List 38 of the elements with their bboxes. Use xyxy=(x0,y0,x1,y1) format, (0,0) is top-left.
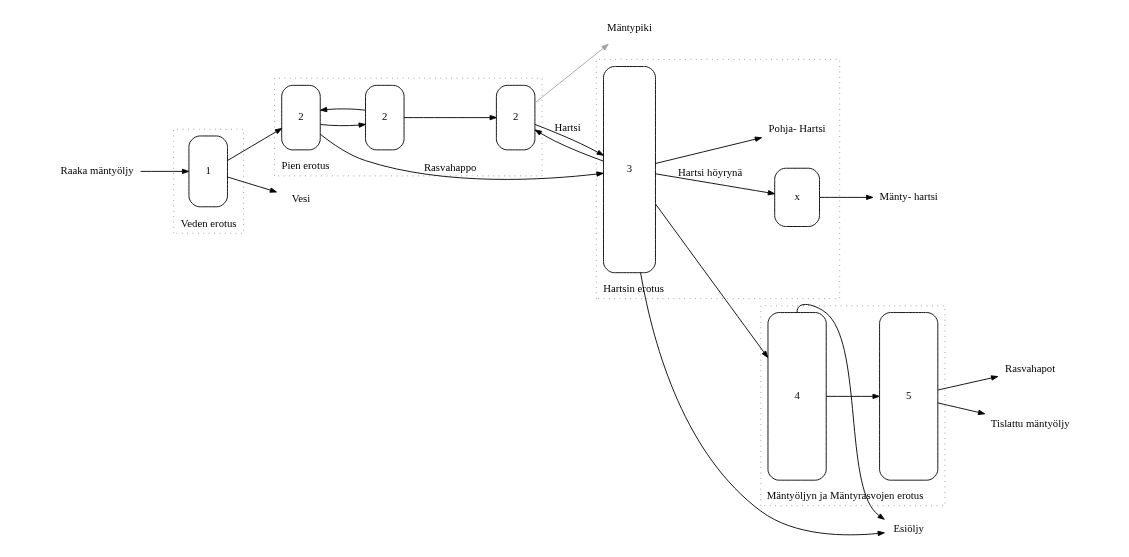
node-box: 1 xyxy=(188,135,228,208)
node-box: x xyxy=(774,167,820,227)
arrow xyxy=(937,375,999,391)
arrow xyxy=(320,122,366,128)
arrow xyxy=(819,194,874,201)
node-box: 2 xyxy=(365,84,405,151)
arrow xyxy=(534,124,604,156)
arrow xyxy=(403,114,497,121)
arrow xyxy=(534,43,609,104)
arrow xyxy=(320,106,366,113)
arrow xyxy=(534,129,604,162)
arrow xyxy=(796,304,885,520)
node-text: Tislattu mäntyöljy xyxy=(990,416,1070,429)
node-text: Pohja- Hartsi xyxy=(768,122,826,135)
node-text: Rasvahapot xyxy=(1005,362,1056,375)
arrow xyxy=(640,272,885,537)
node-text: Raaka mäntyöljy xyxy=(60,164,134,177)
node-box: 3 xyxy=(603,66,656,274)
node-box: 2 xyxy=(495,84,536,151)
arrow xyxy=(655,203,769,358)
node-text: Mänty- hartsi xyxy=(879,190,938,203)
arrow xyxy=(227,128,283,161)
arrow xyxy=(937,402,986,415)
node-box: 5 xyxy=(879,312,939,481)
edge-label: Rasvahappo xyxy=(423,161,477,174)
node-box: 2 xyxy=(281,84,321,151)
node-text: Mäntypiki xyxy=(607,20,652,33)
arrow xyxy=(319,133,604,180)
node-text: Vesi xyxy=(291,191,311,204)
arrow xyxy=(655,173,775,196)
edge-label: Hartsi höyrynä xyxy=(678,165,743,178)
node-box: 4 xyxy=(767,312,827,481)
arrow xyxy=(825,393,880,399)
arrow xyxy=(655,136,762,164)
edge-label: Hartsi xyxy=(554,120,581,133)
arrow xyxy=(140,168,190,175)
arrow xyxy=(227,176,277,193)
node-text: Esiöljy xyxy=(893,521,924,534)
